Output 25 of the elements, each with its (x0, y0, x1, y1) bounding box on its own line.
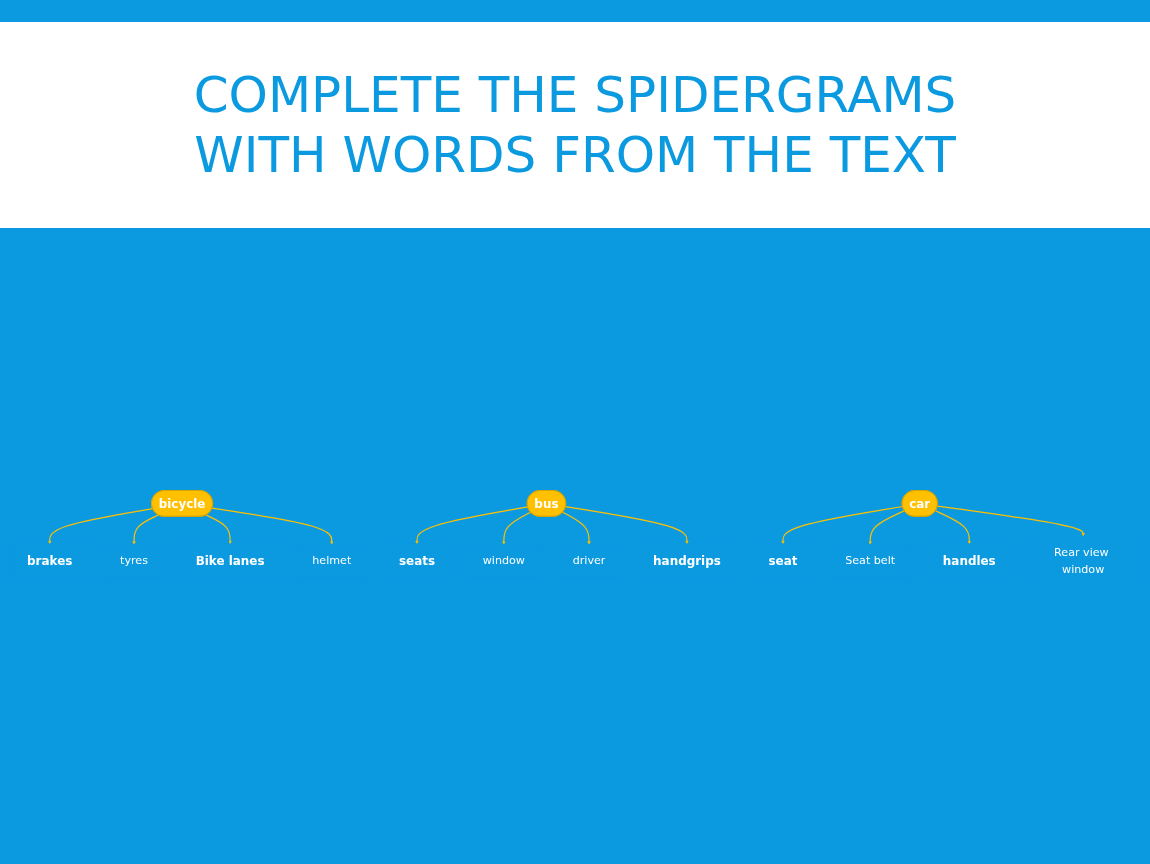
node-text: Seat belt (845, 554, 896, 568)
node-text: brakes (27, 553, 73, 568)
node-text: seat (768, 553, 798, 568)
arrow (502, 511, 532, 545)
arrow (205, 514, 232, 545)
node-text: window (482, 554, 525, 568)
node-text: tyres (120, 554, 148, 568)
node-text: driver (572, 554, 606, 568)
node-text: handgrips (653, 553, 721, 568)
arrow (781, 505, 904, 545)
node-text: Bike lanes (195, 553, 265, 568)
node-text: handles (942, 553, 996, 568)
arrow (47, 508, 154, 545)
arrow (868, 510, 905, 545)
arrow (564, 506, 689, 545)
arrow (934, 510, 972, 545)
node-text: Rear view window (1054, 545, 1109, 576)
node-text: helmet (312, 554, 352, 568)
arrow (415, 506, 529, 545)
slide-title: COMPLETE THE SPIDERGRAMS WITH WORDS FROM THE TEXT (192, 65, 958, 185)
arrow (132, 514, 160, 545)
arrow (936, 505, 1085, 537)
arrow (211, 507, 334, 545)
arrow (562, 511, 591, 545)
node-text: seats (398, 553, 436, 568)
